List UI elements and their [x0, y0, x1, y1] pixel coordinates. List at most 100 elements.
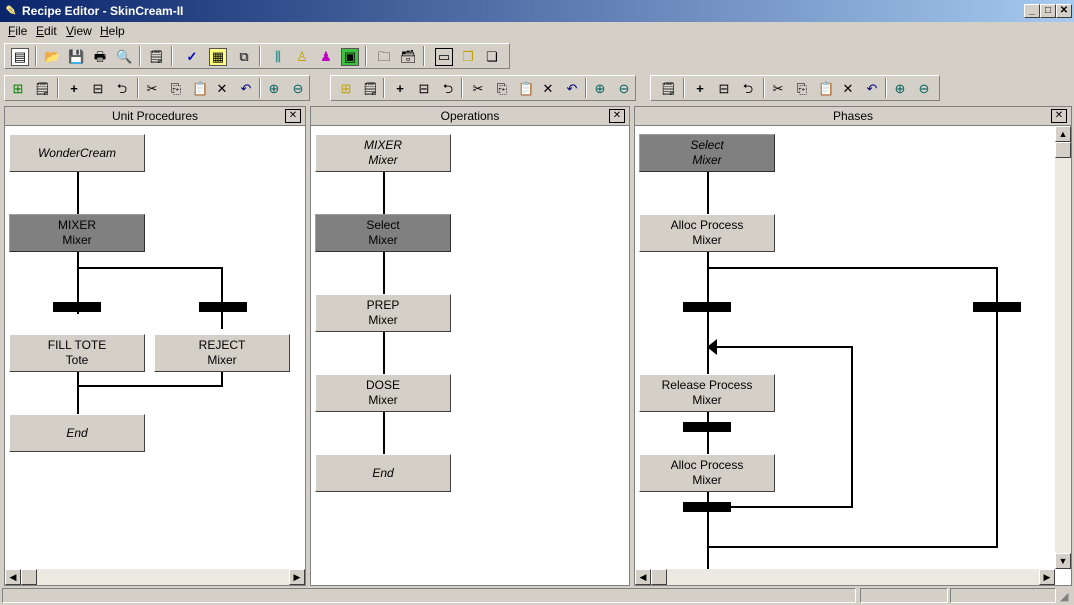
window-tile-icon[interactable]: ▭ [433, 45, 455, 67]
new-recipe-icon[interactable]: ▤ [9, 45, 31, 67]
add-step-icon[interactable]: + [70, 81, 78, 97]
scroll-right-icon[interactable]: ▶ [289, 569, 305, 585]
scroll-left-icon[interactable]: ◀ [5, 569, 21, 585]
add-transition-icon[interactable]: ⊟ [418, 81, 430, 97]
unit-insert-icon[interactable]: ⊞ [12, 81, 24, 97]
copy-window-icon[interactable]: ⧉ [239, 49, 249, 65]
maximize-button[interactable]: □ [1040, 4, 1056, 18]
material-icon[interactable]: ♟ [320, 49, 332, 65]
copy-icon[interactable]: ⎘ [496, 81, 508, 97]
window-arrange-icon[interactable]: ❏ [486, 49, 498, 65]
copy-icon[interactable]: ⎘ [170, 81, 182, 97]
unit-node-wondercream[interactable]: WonderCream [9, 134, 145, 172]
zoom-in-icon[interactable]: ⊕ [268, 81, 280, 97]
verify-icon[interactable]: ✓ [186, 49, 198, 65]
menu-view[interactable]: View [66, 24, 92, 38]
undo-icon[interactable]: ↶ [566, 81, 578, 97]
app-icon: ✎ [5, 3, 17, 18]
horizontal-scrollbar[interactable]: ◀ ▶ [5, 569, 305, 585]
zoom-out-icon[interactable]: ⊖ [292, 81, 304, 97]
status-panel-main [2, 588, 856, 603]
properties-icon[interactable]: 🗒 [148, 49, 165, 65]
close-button[interactable]: ✕ [1056, 4, 1072, 18]
cut-icon[interactable]: ✂ [146, 81, 158, 97]
zoom-in-icon[interactable]: ⊕ [894, 81, 906, 97]
status-panel-3 [950, 588, 1056, 603]
pane-header: Unit Procedures ✕ [5, 107, 305, 126]
cut-icon[interactable]: ✂ [772, 81, 784, 97]
unit-properties-icon[interactable]: 🗒 [34, 81, 51, 97]
menu-edit[interactable]: Edit [36, 24, 57, 38]
scroll-down-icon[interactable]: ▼ [1055, 553, 1071, 569]
equipment-icon[interactable]: ♙ [296, 49, 308, 65]
operation-node-end[interactable]: End [315, 454, 451, 492]
status-bar: ◢ [0, 587, 1074, 605]
vertical-scrollbar[interactable]: ▲ ▼ [1055, 126, 1071, 569]
delete-icon[interactable]: ✕ [216, 81, 228, 97]
operation-insert-icon[interactable]: ⊞ [340, 81, 352, 97]
operation-properties-icon[interactable]: 🗒 [362, 81, 379, 97]
scroll-right-icon[interactable]: ▶ [1039, 569, 1055, 585]
zoom-out-icon[interactable]: ⊖ [918, 81, 930, 97]
add-step-icon[interactable]: + [396, 81, 404, 97]
horizontal-scrollbar[interactable]: ◀ ▶ [635, 569, 1055, 585]
close-icon[interactable]: ✕ [285, 109, 301, 123]
unit-node-end[interactable]: End [9, 414, 145, 452]
scroll-thumb[interactable] [651, 569, 667, 585]
resize-grip-icon[interactable]: ◢ [1060, 591, 1069, 603]
formula-icon[interactable]: ▦ [207, 45, 229, 67]
minimize-button[interactable]: _ [1024, 4, 1040, 18]
add-loop-icon[interactable]: ⮌ [742, 81, 754, 97]
add-loop-icon[interactable]: ⮌ [116, 81, 128, 97]
paste-icon[interactable]: 📋 [518, 81, 535, 97]
paste-icon[interactable]: 📋 [192, 81, 209, 97]
close-icon[interactable]: ✕ [609, 109, 625, 123]
library-icon[interactable]: 🗀 [377, 49, 391, 65]
copy-icon[interactable]: ⎘ [796, 81, 808, 97]
report-icon[interactable]: ▣ [339, 45, 361, 67]
phase-properties-icon[interactable]: 🗒 [660, 81, 677, 97]
zoom-out-icon[interactable]: ⊖ [618, 81, 630, 97]
print-preview-icon[interactable]: 🔍 [116, 49, 133, 65]
pane-header: Operations ✕ [311, 107, 629, 126]
scroll-left-icon[interactable]: ◀ [635, 569, 651, 585]
scroll-thumb[interactable] [1055, 142, 1071, 158]
parameters-icon[interactable]: ⫼ [275, 49, 281, 65]
undo-icon[interactable]: ↶ [866, 81, 878, 97]
delete-icon[interactable]: ✕ [842, 81, 854, 97]
scroll-thumb[interactable] [21, 569, 37, 585]
undo-icon[interactable]: ↶ [240, 81, 252, 97]
phases-toolbar: 🗒 + ⊟ ⮌ ✂ ⎘ 📋 ✕ ↶ ⊕ ⊖ [650, 75, 940, 101]
close-icon[interactable]: ✕ [1051, 109, 1067, 123]
add-transition-icon[interactable]: ⊟ [718, 81, 730, 97]
print-icon[interactable]: 🖶 [93, 49, 107, 65]
window-cascade-icon[interactable]: ❐ [462, 49, 474, 65]
add-transition-icon[interactable]: ⊟ [92, 81, 104, 97]
save-icon[interactable]: 💾 [68, 49, 85, 65]
scroll-up-icon[interactable]: ▲ [1055, 126, 1071, 142]
open-icon[interactable]: 📂 [44, 49, 61, 65]
menu-file[interactable]: File [8, 24, 28, 38]
add-loop-icon[interactable]: ⮌ [442, 81, 454, 97]
database-icon[interactable]: 🗃 [400, 49, 417, 65]
add-step-icon[interactable]: + [696, 81, 704, 97]
delete-icon[interactable]: ✕ [542, 81, 554, 97]
cut-icon[interactable]: ✂ [472, 81, 484, 97]
menu-help[interactable]: Help [100, 24, 125, 38]
title-bar: ✎ Recipe Editor - SkinCream-II _ □ ✕ [0, 0, 1074, 22]
paste-icon[interactable]: 📋 [818, 81, 835, 97]
zoom-in-icon[interactable]: ⊕ [594, 81, 606, 97]
